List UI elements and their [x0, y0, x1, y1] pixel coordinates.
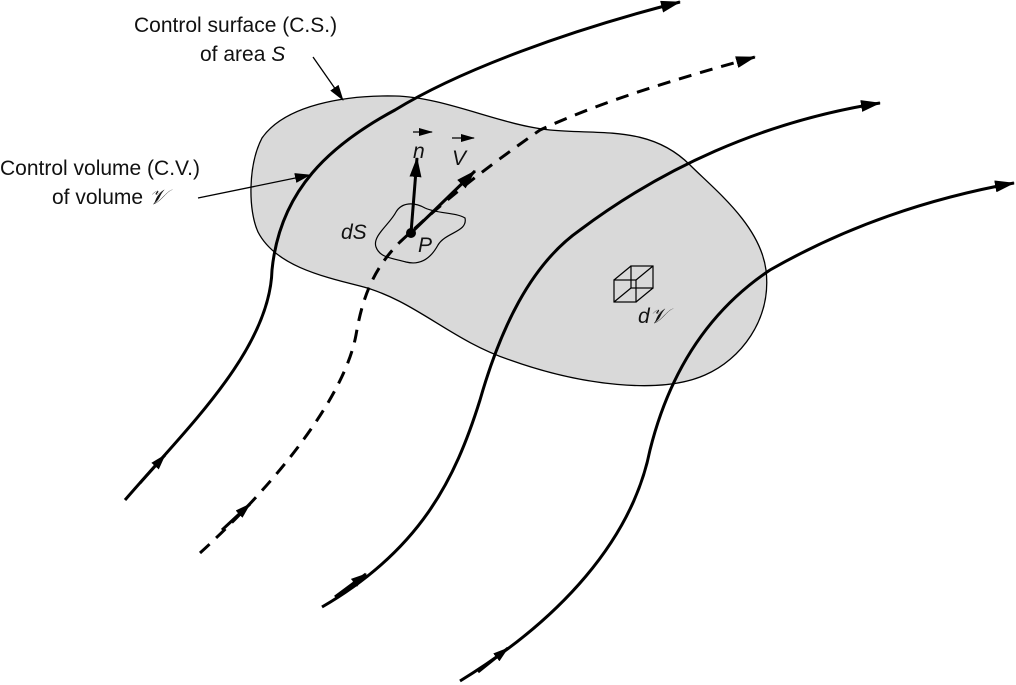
ds-label: dS	[341, 221, 367, 244]
cv-volume-symbol: 𝒱	[149, 186, 173, 209]
cv-label-prefix: of volume	[52, 186, 149, 209]
normal-vector	[409, 157, 422, 234]
streamline-dashed	[198, 55, 756, 555]
velocity-vector	[409, 169, 477, 235]
cs-leader-arrow	[312, 56, 344, 101]
dv-cube	[613, 265, 654, 303]
cs-area-symbol: S	[271, 43, 285, 66]
dv-label: d𝒱	[638, 305, 674, 328]
streamline-4	[459, 180, 1015, 683]
streamline-dashed-arrow	[220, 502, 252, 532]
cs-label-line2: of area S	[200, 43, 285, 66]
streamline-4-arrow	[477, 646, 509, 674]
ds-patch	[374, 203, 466, 264]
cv-leader-arrow	[197, 173, 311, 199]
streamline-3	[321, 100, 881, 609]
cv-label-line1: Control volume (C.V.)	[0, 157, 200, 180]
normal-label: n	[413, 140, 425, 163]
streamline-1-arrow	[138, 454, 167, 484]
point-p-label: P	[418, 234, 432, 257]
velocity-label: V	[452, 147, 468, 170]
point-p-dot	[406, 228, 416, 238]
cs-label-line1: Control surface (C.S.)	[134, 14, 337, 37]
control-volume-region	[250, 95, 768, 387]
cs-label-prefix: of area	[200, 43, 271, 66]
streamline-1	[123, 0, 681, 501]
cv-label-line2: of volume 𝒱	[52, 186, 173, 209]
streamline-3-arrow	[334, 572, 367, 599]
